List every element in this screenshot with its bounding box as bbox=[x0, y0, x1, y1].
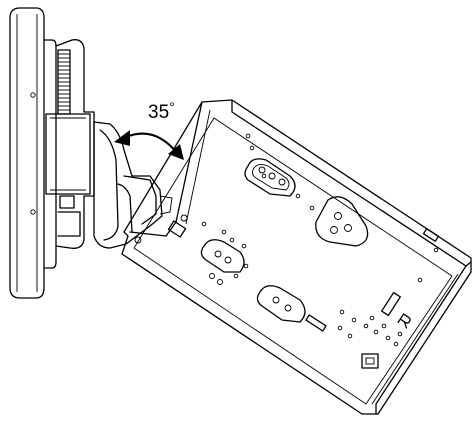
angle-unit: ° bbox=[169, 99, 175, 115]
angle-value: 35 bbox=[148, 102, 170, 123]
angle-label: 35° bbox=[148, 99, 175, 124]
vent-ribs bbox=[57, 49, 71, 115]
wall-bracket-plate bbox=[121, 99, 472, 415]
vesa-mount bbox=[45, 39, 95, 249]
rotation-arrow bbox=[114, 130, 184, 160]
monitor-panel bbox=[9, 7, 57, 299]
swing-arm bbox=[93, 121, 173, 249]
